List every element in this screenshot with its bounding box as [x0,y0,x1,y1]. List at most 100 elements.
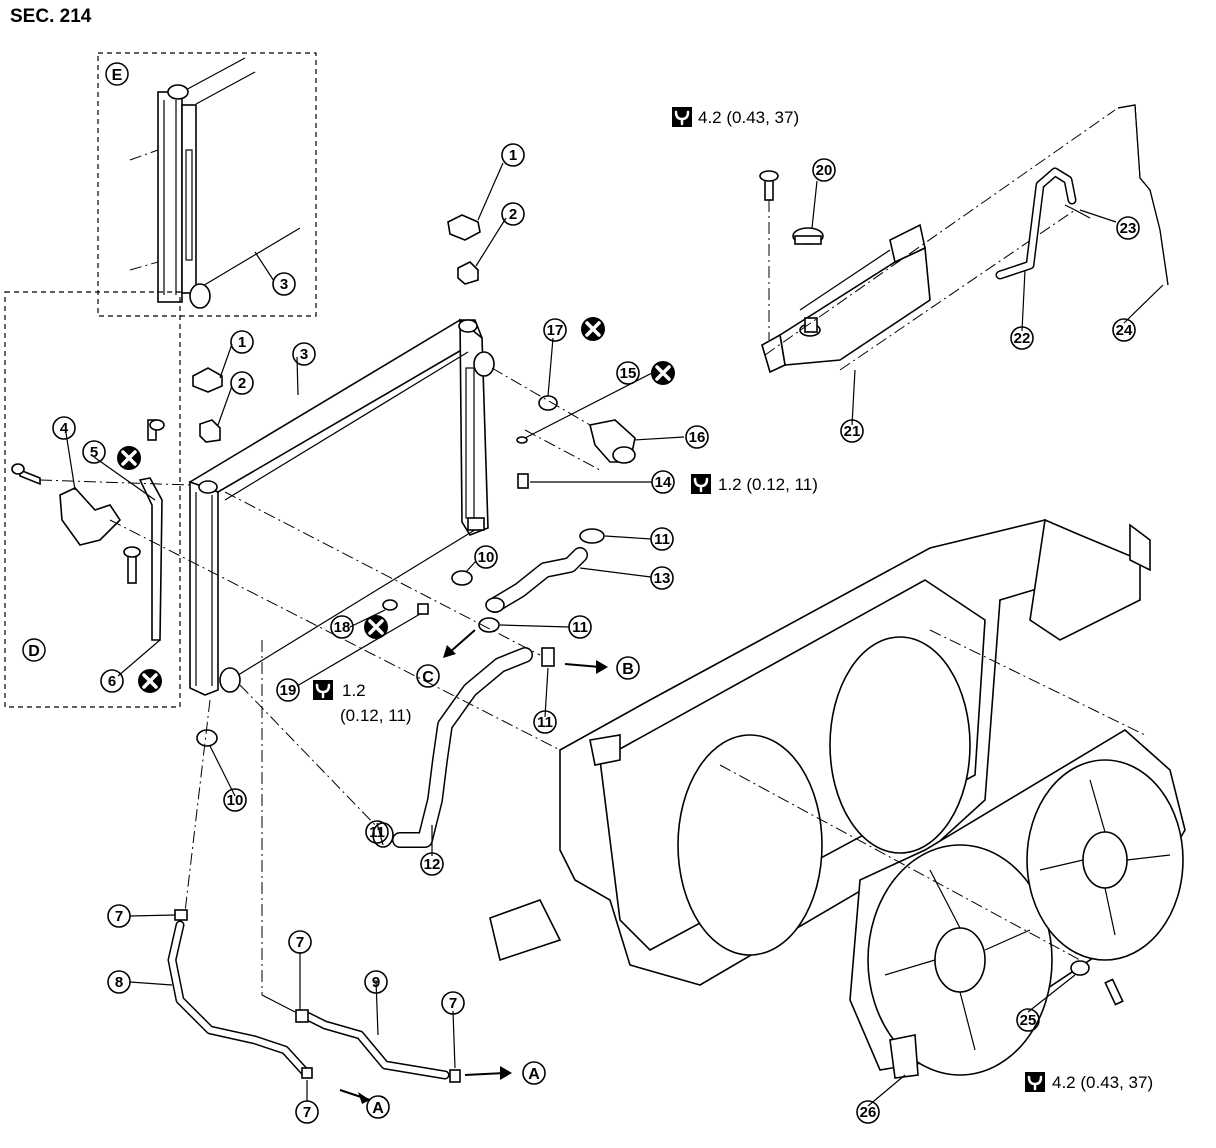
callout-6: 6 [100,669,124,693]
clamp-7-c [449,1069,461,1083]
callout-20: 20 [812,158,836,182]
clamp-11-b [478,617,500,633]
callout-11-d: 11 [533,710,557,734]
ref-a-left: A [366,1095,390,1119]
svg-text:26: 26 [860,1104,877,1121]
clamp-7-a [174,909,188,921]
radiator-side-view [129,57,301,309]
torque-wrench-icon [311,678,335,702]
callout-18: 18 [330,615,354,639]
svg-text:9: 9 [372,974,380,991]
grommet-25 [1070,960,1090,976]
detail-e-marker [105,62,129,86]
section-title: SEC. 214 [10,6,92,27]
fan-shroud-assembly [849,729,1186,1079]
svg-text:C: C [422,669,434,686]
detail-e-frame [97,52,317,317]
svg-text:18: 18 [334,619,351,636]
clamp-11-a [579,528,605,544]
svg-text:14: 14 [655,474,672,491]
drain-plug-19 [417,603,429,615]
callout-10-b: 10 [223,788,247,812]
svg-text:16: 16 [689,429,706,446]
svg-text:B: B [622,661,634,678]
reservoir-bolt [759,170,779,340]
detail-d-marker [22,638,46,662]
callout-12: 12 [420,852,444,876]
detail-e-label: E [112,67,123,84]
callout-9: 9 [364,970,388,994]
svg-text:3: 3 [280,276,288,293]
bolt-14 [517,473,529,489]
svg-text:5: 5 [90,444,98,461]
callout-7-c: 7 [441,991,465,1015]
svg-text:2: 2 [238,375,246,392]
svg-text:A: A [528,1066,540,1083]
callout-7-d: 7 [295,1100,319,1124]
reservoir-tank [761,109,1116,374]
svg-text:1: 1 [509,147,517,164]
clamp-7-d [301,1067,313,1079]
detail-d-label: D [28,643,40,660]
callout-3-main: 3 [292,342,316,366]
callout-1-left: 1 [230,330,254,354]
arrow-to-b [564,663,601,668]
svg-text:10: 10 [478,549,495,566]
radiator-mount-bracket [11,419,191,641]
torque-spec-bolt-14: 1.2 (0.12, 11) [718,475,818,494]
arrow-to-a-right [464,1072,506,1076]
svg-text:8: 8 [115,974,123,991]
svg-text:12: 12 [424,856,441,873]
arrow-to-c [449,629,476,653]
ref-b: B [616,656,640,680]
washer-15 [516,436,528,444]
torque-wrench-icon [689,472,713,496]
callout-11-b: 11 [568,615,592,639]
callout-4: 4 [52,416,76,440]
clip-23 [1064,204,1091,219]
svg-text:3: 3 [300,346,308,363]
clamp-11-d [541,647,555,667]
svg-text:21: 21 [844,423,861,440]
o-ring-18 [382,599,398,611]
svg-text:22: 22 [1014,330,1031,347]
do-not-reuse-icon [136,667,164,695]
callout-24: 24 [1112,318,1136,342]
callout-26: 26 [856,1100,880,1124]
torque-spec-reservoir: 4.2 (0.43, 37) [698,108,799,127]
svg-text:17: 17 [547,322,564,339]
do-not-reuse-icon [579,315,607,343]
callout-17: 17 [543,318,567,342]
svg-text:7: 7 [296,934,304,951]
svg-text:24: 24 [1116,322,1133,339]
torque-wrench-icon [670,105,694,129]
torque-spec-fan: 4.2 (0.43, 37) [1052,1073,1153,1092]
svg-text:7: 7 [303,1104,311,1121]
svg-text:25: 25 [1020,1012,1037,1029]
callout-11-a: 11 [650,527,674,551]
callout-11-c: 11 [365,820,389,844]
callout-2-left: 2 [230,371,254,395]
svg-text:19: 19 [280,682,297,699]
fan-bolt [1104,978,1124,1006]
svg-text:13: 13 [654,570,671,587]
svg-text:11: 11 [537,714,553,731]
callout-22: 22 [1010,326,1034,350]
overflow-tube-24 [1117,104,1169,286]
grommet-10-a [451,570,473,586]
torque-spec-drain-units: (0.12, 11) [340,706,412,725]
callout-13: 13 [650,566,674,590]
svg-text:4: 4 [60,420,69,437]
hose-connector-16 [589,419,636,464]
callout-3-detail: 3 [272,272,296,296]
o-ring-17 [538,395,558,411]
filler-cap-top [447,214,481,285]
callout-15: 15 [616,361,640,385]
callout-23: 23 [1116,216,1140,240]
callout-25: 25 [1016,1008,1040,1032]
callout-14: 14 [651,470,675,494]
callout-2-top: 2 [501,202,525,226]
do-not-reuse-icon [649,359,677,387]
do-not-reuse-icon [115,444,143,472]
